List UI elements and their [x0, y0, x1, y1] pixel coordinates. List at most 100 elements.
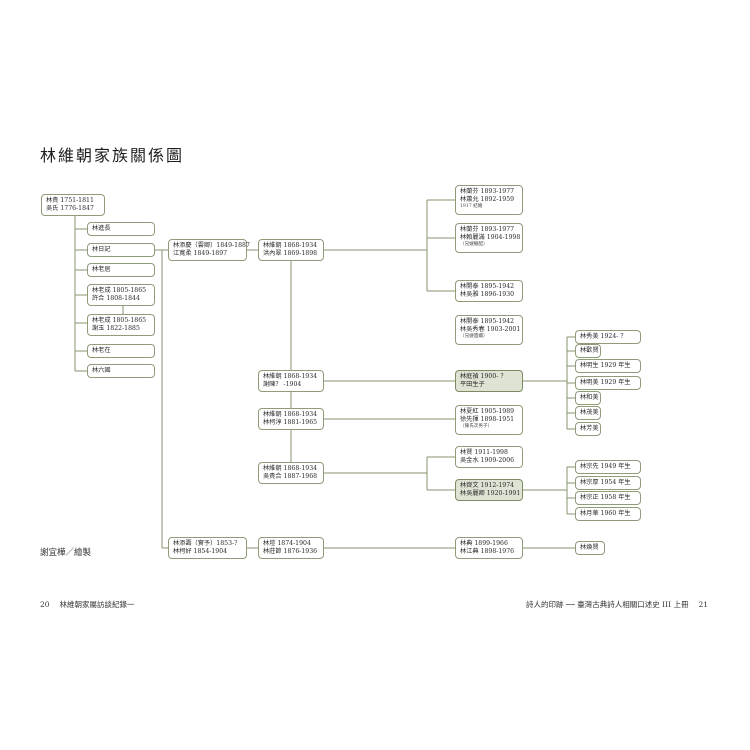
node-text-line: 林柯好 1854-1904 [173, 548, 228, 555]
node-text-line: 林明美 1929 年生 [580, 379, 631, 386]
node-text-line: 平田生子 [460, 381, 485, 388]
node-lin-liuguo: 林六國 [87, 364, 155, 378]
node-text-line: 林老居 [92, 266, 111, 273]
node-text-line: 林煥賢 [580, 544, 599, 551]
node-text-line: 林宗先 1949 年生 [580, 463, 631, 470]
node-text-line: 林夏紅 1905-1989 [460, 408, 515, 415]
node-text-line: 林茂美 [580, 409, 599, 416]
node-text-line: 江寬柔 1849-1897 [173, 250, 228, 257]
node-text-line: 謝陳？ -1904 [263, 381, 302, 388]
node-text-line: 林宗厚 1954 年生 [580, 479, 631, 486]
node-text-line: 林老在 [92, 347, 111, 354]
node-text-line: 林月華 1960 年生 [580, 510, 631, 517]
node-text-line: 林蘭芬 1893-1977 [460, 226, 515, 233]
node-note: （陳氏次男子） [460, 424, 493, 429]
node-text-line: 林添慶（雲卿）1849-1887 [173, 242, 250, 249]
node-text-line: 謝玉 1822-1885 [92, 325, 140, 332]
node-text-line: 林蕭允 1892-1959 [460, 196, 515, 203]
node-lin-hemei: 林和美 [575, 391, 601, 405]
node-text-line: 林歡賢 [580, 347, 599, 354]
node-text-line: 林賢 1911-1998 [460, 449, 508, 456]
node-text-line: 林維朝 1868-1934 [263, 242, 318, 249]
node-note: （兄嫂繼配） [460, 242, 488, 247]
node-text-line: 林柯淳 1881-1965 [263, 419, 318, 426]
node-text-line: 徐先揮 1898-1951 [460, 416, 515, 423]
footer-right: 詩人的印跡 ── 臺灣古典詩人相關口述史 III 上冊 21 [526, 599, 708, 610]
node-lin-mingmei: 林明美 1929 年生 [575, 376, 641, 390]
node-text-line: 林進長 [92, 225, 111, 232]
node-text-line: 林明生 1929 年生 [580, 362, 631, 369]
page-title: 林維朝家族關係圖 [40, 146, 185, 165]
node-text-line: 林老成 1805-1865 [92, 287, 147, 294]
node-text-line: 林維朝 1868-1934 [263, 373, 318, 380]
node-text-line: 林開泰 1895-1942 [460, 283, 515, 290]
node-lin-mingsheng: 林明生 1929 年生 [575, 359, 641, 373]
node-lin-tianshou: 林添壽（實予）1853-?林柯好 1854-1904 [168, 537, 247, 559]
node-text-line: 林吳雅 1896-1930 [460, 291, 515, 298]
node-text-line: 洪內翠 1869-1898 [263, 250, 318, 257]
node-lin-laoshe: 林老居 [87, 263, 155, 277]
node-text-line: 林維朝 1868-1934 [263, 465, 318, 472]
node-text-line: 吳氏 1776-1847 [46, 205, 94, 212]
footer-left: 20 林維朝家屬訪談紀錄一 [40, 599, 135, 610]
footer-left-page-number: 20 [40, 600, 50, 609]
node-text-line: 林添壽（實予）1853-? [173, 540, 238, 547]
node-text-line: 林宗正 1958 年生 [580, 494, 631, 501]
node-text-line: 吳貴合 1887-1968 [263, 473, 318, 480]
node-text-line: 林莊節 1876-1936 [263, 548, 318, 555]
node-text-line: 林老成 1805-1865 [92, 317, 147, 324]
node-text-line: 林和美 [580, 394, 599, 401]
node-text-line: 林貴 1751-1811 [46, 197, 94, 204]
node-text-line: 林庭禎 1900- ？ [460, 373, 507, 380]
node-text-line: 林吳秀春 1903-2001 [460, 326, 521, 333]
node-text-line: 林日記 [92, 246, 111, 253]
node-lin-tingzhen: 林庭禎 1900- ？平田生子 [455, 370, 523, 392]
node-text-line: 林齊文 1912-1974 [460, 482, 515, 489]
node-lin-zongxian: 林宗先 1949 年生 [575, 460, 641, 474]
node-lin-quanxian: 林歡賢 [575, 344, 601, 358]
node-lin-jinchang: 林進長 [87, 222, 155, 236]
node-note: 1917 結婚 [460, 204, 483, 209]
footer-right-text: 詩人的印跡 ── 臺灣古典詩人相關口述史 III 上冊 [525, 600, 689, 609]
node-lin-riji: 林日記 [87, 243, 155, 257]
footer-left-text: 林維朝家屬訪談紀錄一 [59, 600, 135, 609]
node-text-line: 林開泰 1895-1942 [460, 318, 515, 325]
node-text-line: 林芳美 [580, 425, 599, 432]
node-lin-xiumei: 林秀美 1924- ？ [575, 330, 641, 344]
credit-text: 謝宜樺／繪製 [40, 548, 92, 558]
node-text-line: 林吳麗卿 1920-1991 [460, 490, 521, 497]
footer-right-page-number: 21 [698, 600, 708, 609]
node-text-line: 林維朝 1868-1934 [263, 411, 318, 418]
node-text-line: 林蘭芬 1893-1977 [460, 188, 515, 195]
node-text-line: 林塏 1874-1904 [263, 540, 311, 547]
node-text-line: 吳金水 1909-2006 [460, 457, 515, 464]
node-lin-laozai: 林老在 [87, 344, 155, 358]
node-text-line: 林江典 1898-1976 [460, 548, 515, 555]
node-lin-yuehua: 林月華 1960 年生 [575, 507, 641, 521]
node-note: （兄嫂遺孀） [460, 334, 488, 339]
node-text-line: 林秀美 1924- ？ [580, 333, 627, 340]
node-text-line: 許合 1808-1844 [92, 295, 140, 302]
node-lin-zongzheng: 林宗正 1958 年生 [575, 491, 641, 505]
node-lin-huanxian: 林煥賢 [575, 541, 605, 555]
node-lin-fangmei: 林芳美 [575, 422, 601, 436]
node-text-line: 林典 1899-1966 [460, 540, 508, 547]
node-lin-maomei: 林茂美 [575, 406, 601, 420]
